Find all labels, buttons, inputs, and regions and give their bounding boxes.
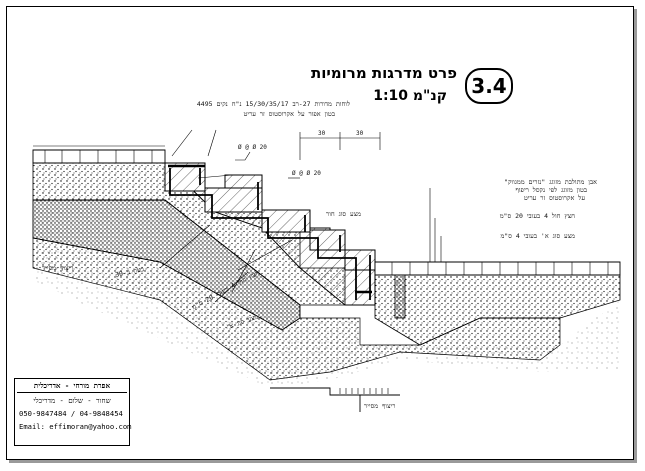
dimension-2: 30 bbox=[356, 130, 364, 137]
detail-number: 3.4 bbox=[471, 74, 507, 98]
phone-numbers: 050-9847484 / 04-9848454 bbox=[19, 409, 123, 418]
detail-number-badge: 3.4 bbox=[465, 68, 513, 104]
left-paving bbox=[32, 149, 166, 164]
drawing-scale: קנ"מ 1:10 bbox=[373, 88, 447, 104]
rebar-label-1: Ø @ Ø 20 bbox=[238, 144, 267, 151]
architect-name: אפרת מורחי - אדריכלית bbox=[33, 381, 111, 390]
dimension-1: 30 bbox=[318, 130, 326, 137]
note-mortar: בטון מזוגג לפי נקסל ריפוף bbox=[515, 186, 587, 194]
drawing-title: פרט מדרגות מרומיות bbox=[310, 64, 457, 82]
note-paving-bottom: ריצוף מסייר bbox=[364, 402, 396, 410]
note-base-right: מצע סוג א' בעובי 4 ס"מ bbox=[500, 232, 575, 240]
title-block-divider bbox=[17, 392, 127, 393]
note-mid-base: מצע סוג חור bbox=[326, 210, 361, 218]
right-paving bbox=[374, 261, 621, 276]
title-block: אפרת מורחי - אדריכלית שחור - שלום - מדרי… bbox=[14, 378, 132, 446]
rebar-label-2: Ø @ Ø 20 bbox=[292, 170, 321, 177]
note-stone: אבן מתולבת מזוגג "נזרים ממגווק" bbox=[504, 178, 597, 186]
note-gravel-right: חצץ חול 4 בעובי 20 ס"מ bbox=[499, 212, 575, 220]
note-stair-slabs: לוחות מדורות 27-רב 15/30/35/17 נ"ח נקים … bbox=[196, 100, 350, 108]
note-gray-concrete: בטון אפור על אקרוסטוס זר עריט bbox=[243, 110, 335, 118]
office-name: שחור - שלום - מדריכלי bbox=[33, 396, 111, 405]
note-membrane: על אקרוסטוס זר עריט bbox=[523, 194, 585, 202]
note-paving-left: ריצוף מסייר bbox=[42, 264, 74, 272]
email-address: Email: effimoran@yahoo.com bbox=[19, 422, 132, 431]
right-base-layer bbox=[374, 274, 621, 346]
